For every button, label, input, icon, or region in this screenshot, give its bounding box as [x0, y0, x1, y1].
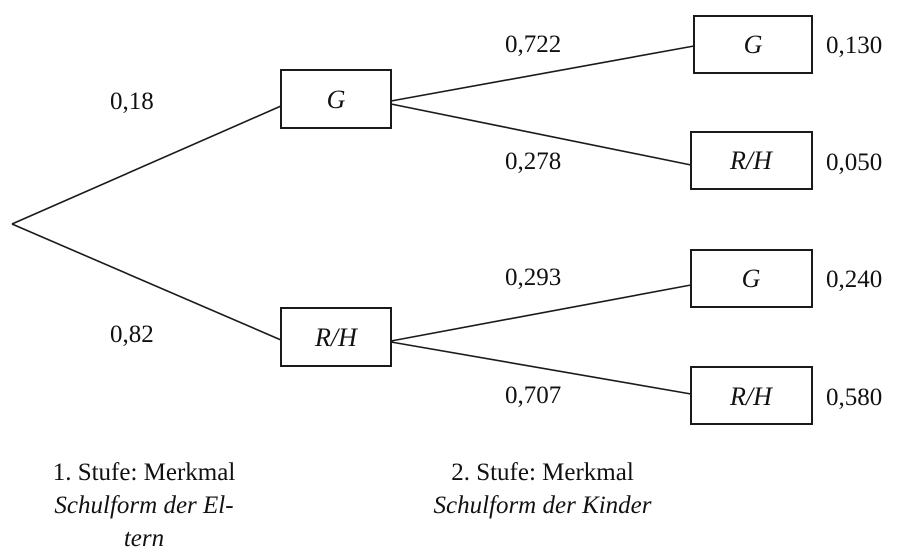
prob-stage1-g: 0,18 — [110, 88, 154, 115]
node-stage1-g: G — [280, 69, 392, 129]
edge-g-to-g — [390, 45, 695, 102]
caption-stage1: 1. Stufe: Merkmal Schulform der El- tern — [10, 456, 278, 555]
caption-stage1-subtitle-line2: tern — [123, 525, 165, 552]
edge-rh-to-g — [390, 284, 692, 342]
node-stage2-g-rh: R/H — [690, 131, 813, 190]
caption-stage1-subtitle-line1: Schulform der El- — [54, 492, 234, 519]
node-stage2-rh-g: G — [690, 249, 813, 308]
prob-stage1-rh: 0,82 — [110, 321, 154, 348]
node-stage1-rh: R/H — [280, 307, 392, 367]
node-stage2-g-g: G — [693, 15, 813, 74]
edge-root-to-g — [11, 105, 282, 225]
edge-g-to-rh — [390, 103, 692, 166]
caption-stage2-title: 2. Stufe: Merkmal — [451, 459, 634, 486]
node-stage2-rh-g-label: G — [742, 264, 761, 293]
caption-stage2-subtitle: Schulform der Kinder — [433, 492, 652, 519]
node-stage1-rh-label: R/H — [314, 323, 358, 352]
node-stage2-g-g-label: G — [744, 30, 763, 59]
caption-stage2: 2. Stufe: Merkmal Schulform der Kinder — [395, 456, 690, 522]
edge-rh-to-rh — [390, 341, 692, 395]
node-stage2-rh-rh-label: R/H — [729, 382, 773, 411]
caption-stage1-title: 1. Stufe: Merkmal — [52, 459, 236, 486]
prob-stage2-rh-g: 0,293 — [505, 264, 561, 291]
joint-prob-g-g: 0,130 — [826, 32, 882, 59]
node-stage2-rh-rh: R/H — [690, 366, 813, 425]
node-stage1-g-label: G — [327, 85, 346, 114]
joint-prob-rh-g: 0,240 — [826, 266, 882, 293]
node-stage2-g-rh-label: R/H — [729, 146, 773, 175]
prob-stage2-rh-rh: 0,707 — [505, 382, 561, 409]
joint-prob-g-rh: 0,050 — [826, 149, 882, 176]
prob-stage2-g-g: 0,722 — [505, 31, 561, 58]
prob-stage2-g-rh: 0,278 — [505, 148, 561, 175]
edge-root-to-rh — [11, 223, 282, 341]
joint-prob-rh-rh: 0,580 — [826, 384, 882, 411]
